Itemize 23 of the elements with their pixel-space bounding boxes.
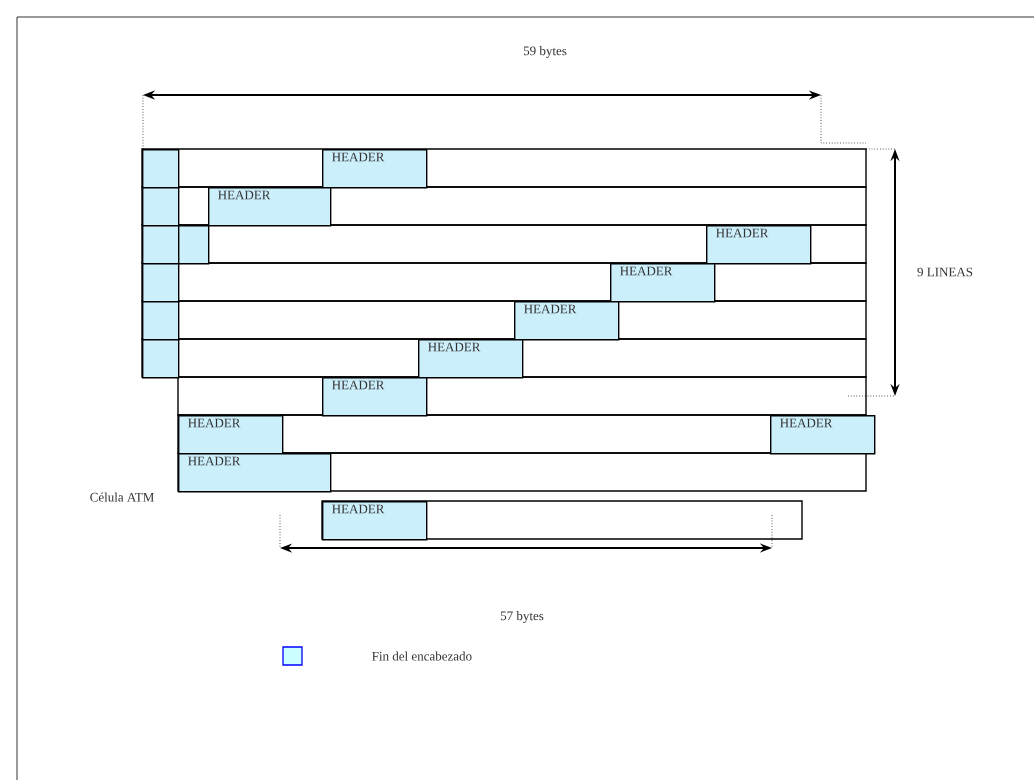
header-cell: HEADER [322, 149, 428, 189]
header-cell [142, 225, 180, 265]
header-cell [142, 149, 180, 189]
dimension-label: 9 LINEAS [917, 267, 973, 277]
header-cell: HEADER [418, 339, 524, 379]
header-cell: HEADER [178, 453, 332, 493]
header-cell [142, 263, 180, 303]
dimension-label: 59 bytes [523, 46, 567, 58]
header-cell: HEADER [514, 301, 620, 341]
header-cell: HEADER [322, 501, 428, 541]
header-cell: HEADER [208, 187, 332, 227]
legend-label: Fin del encabezado [372, 651, 472, 661]
header-cell: HEADER [706, 225, 812, 265]
header-cell [142, 187, 180, 227]
header-cell: HEADER [610, 263, 716, 303]
header-cell: HEADER [770, 415, 876, 455]
header-cell [142, 339, 180, 379]
dimension-label: Célula ATM [90, 492, 154, 502]
header-cell: HEADER [178, 415, 284, 455]
header-cell [178, 225, 210, 265]
header-cell: HEADER [322, 377, 428, 417]
header-cell [142, 301, 180, 341]
dimension-label: 57 bytes [500, 611, 544, 623]
